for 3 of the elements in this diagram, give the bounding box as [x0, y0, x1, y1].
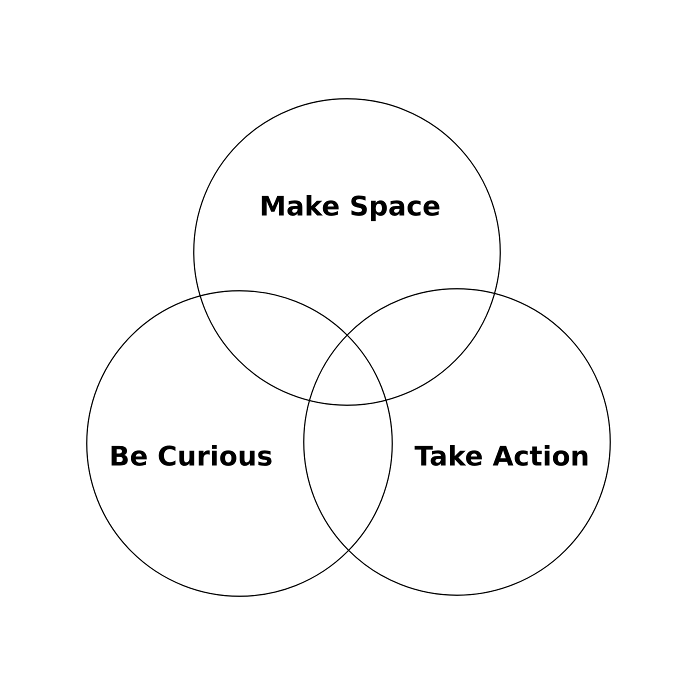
circle-label: Be Curious	[109, 442, 273, 472]
circle-label: Make Space	[259, 192, 441, 222]
circle-label: Take Action	[414, 442, 590, 472]
